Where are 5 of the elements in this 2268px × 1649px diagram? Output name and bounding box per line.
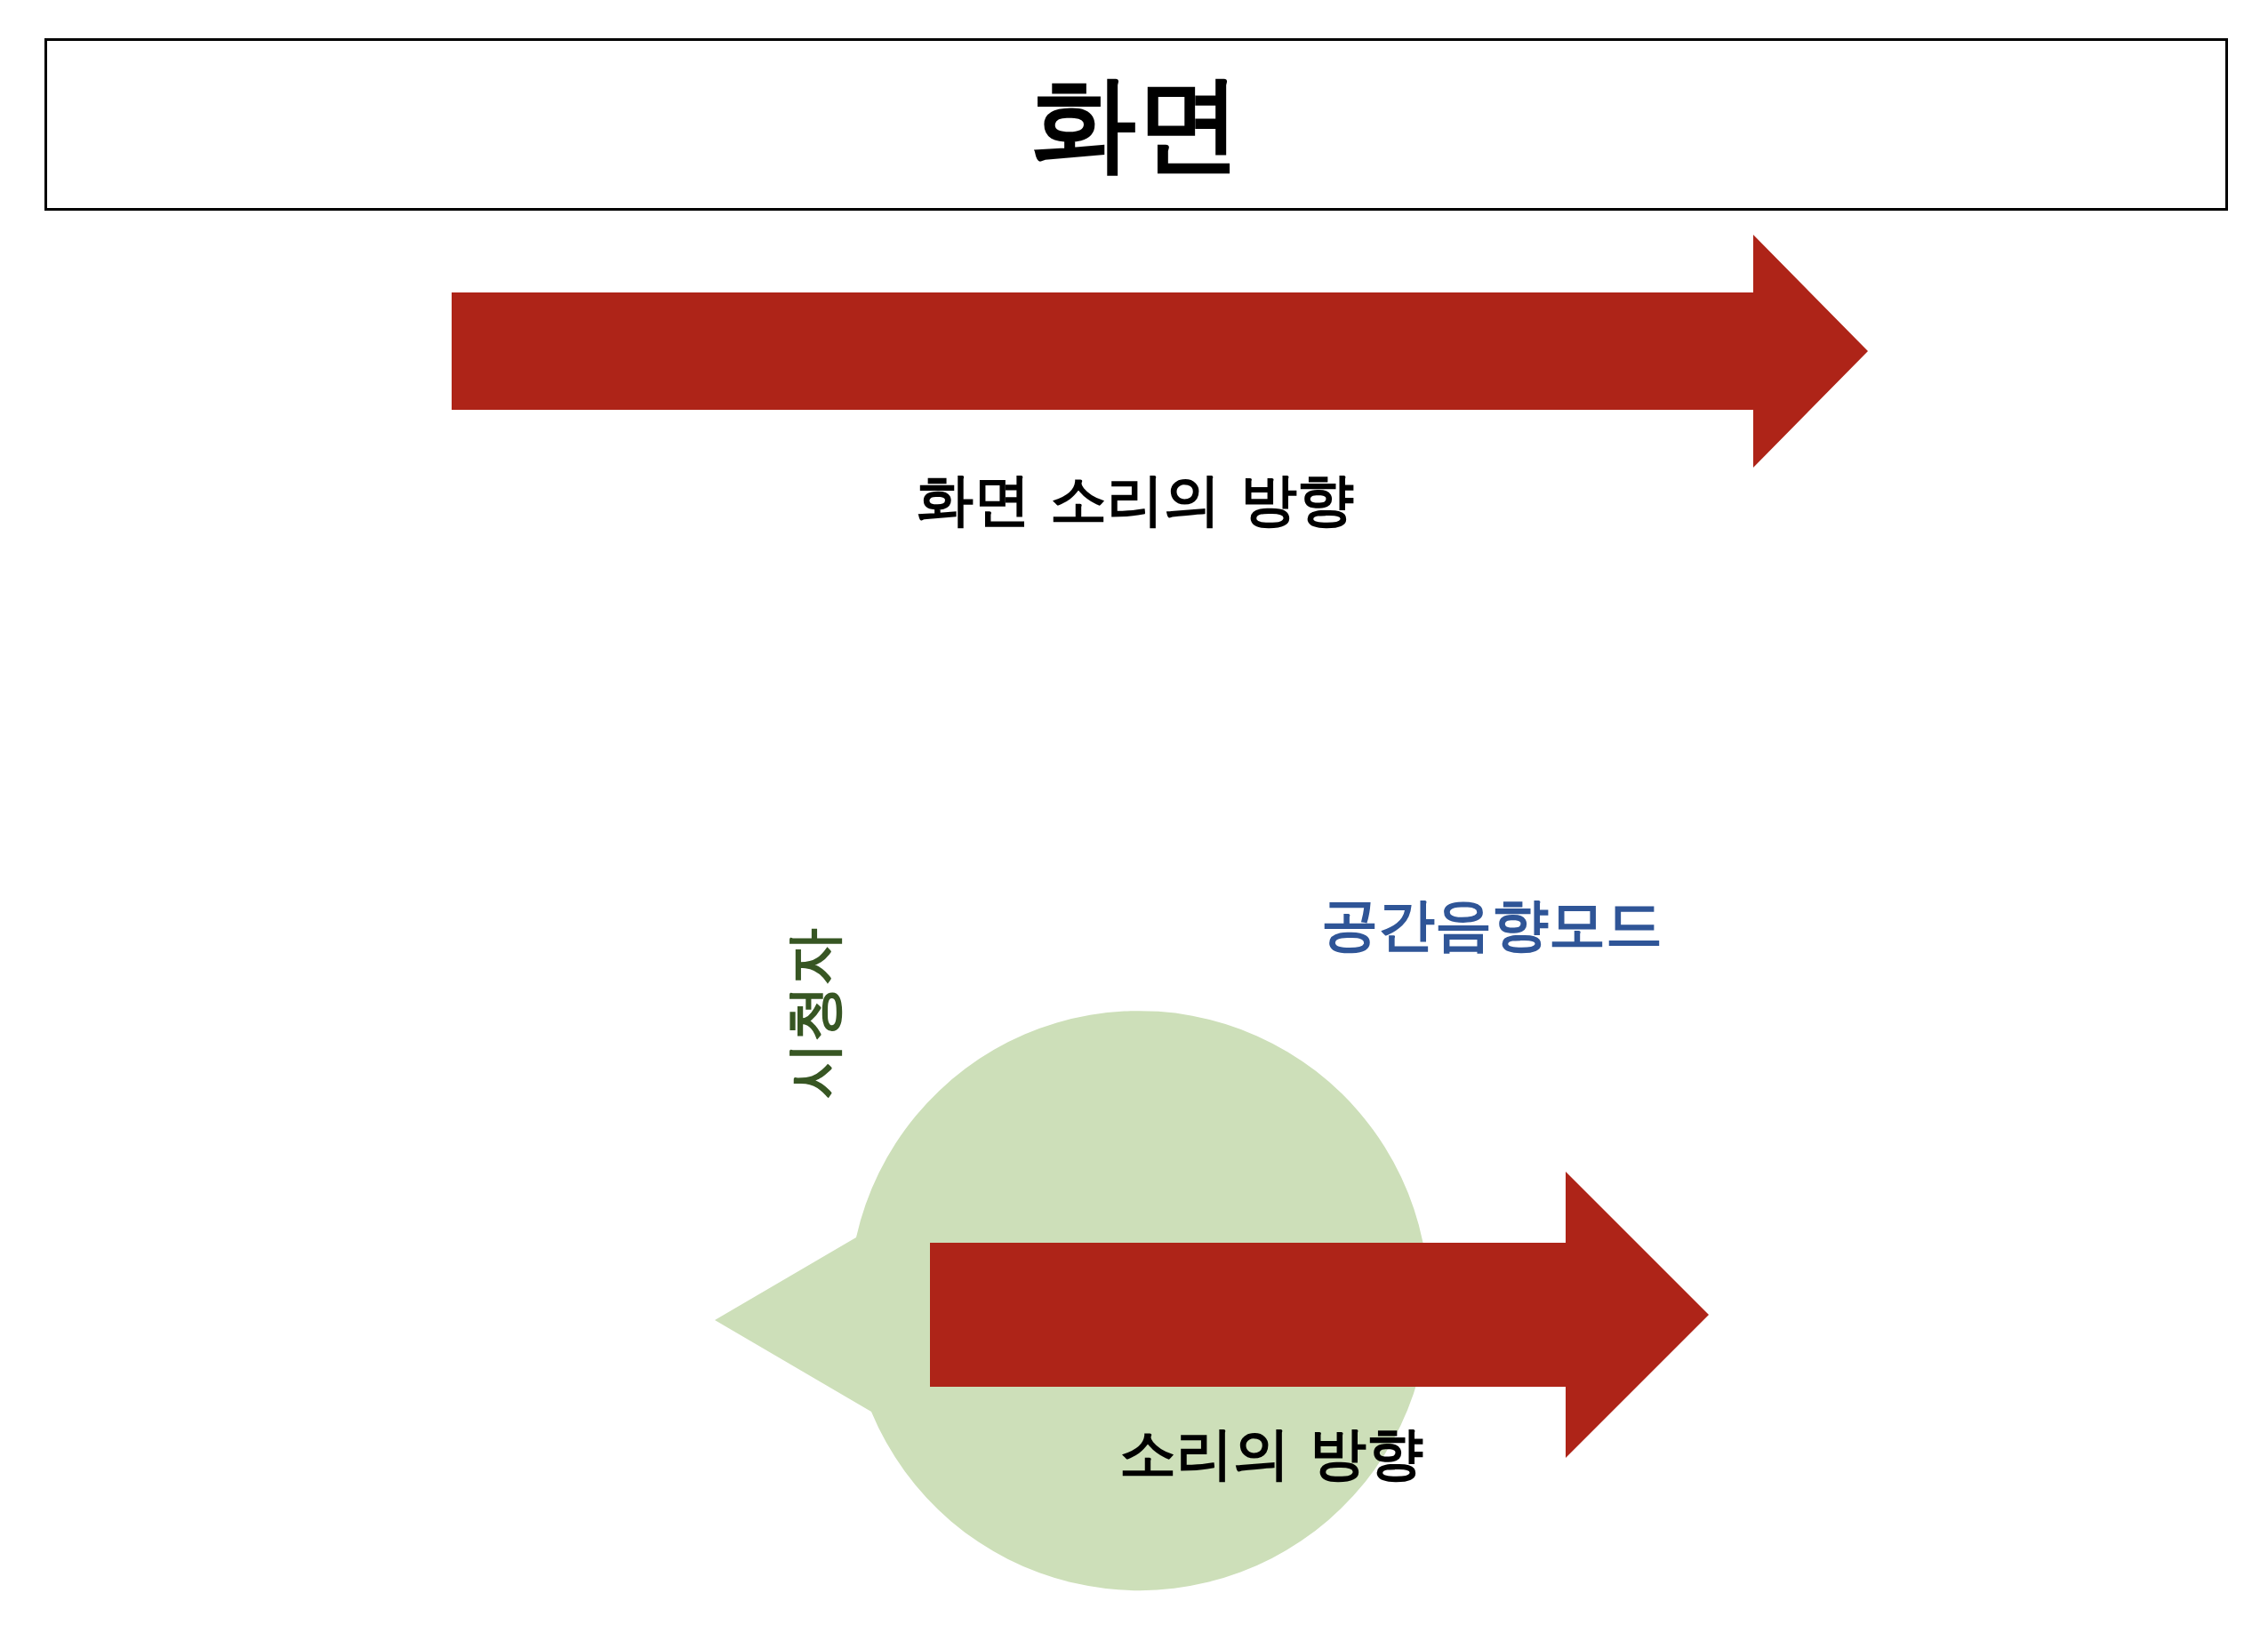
title-box: 화면 [44,38,2228,211]
viewer-label: 시청자 [779,928,847,1099]
arrow-caption: 화면 소리의 방향 [916,465,1355,534]
arrow-caption: 소리의 방향 [1118,1419,1424,1488]
mode-label: 공간음향모드 [1321,890,1663,959]
